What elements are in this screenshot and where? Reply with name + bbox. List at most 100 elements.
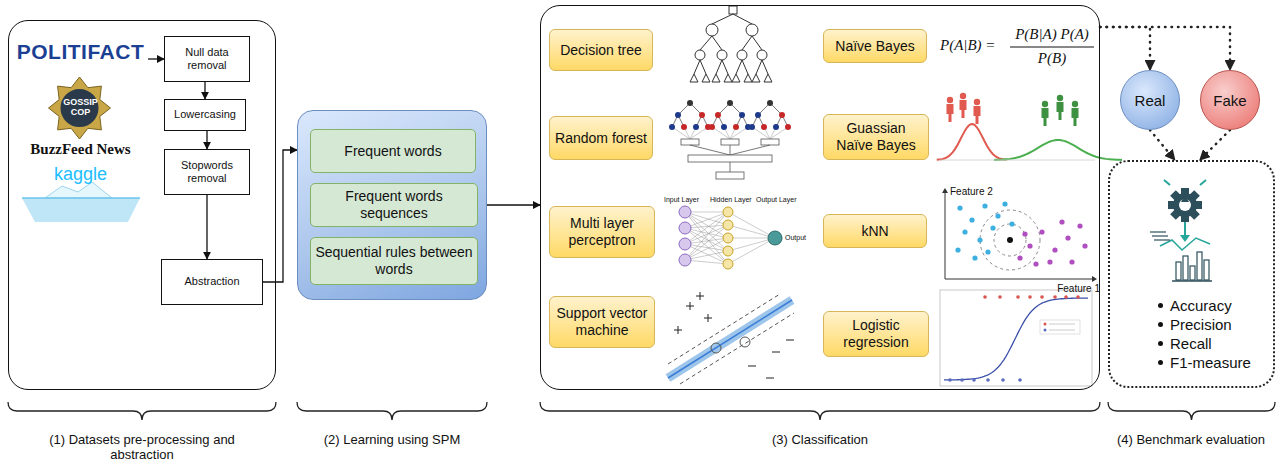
illustration-line	[752, 127, 770, 139]
illustration-line	[22, 197, 140, 199]
illustration-line	[748, 366, 756, 367]
illustration-dot	[727, 100, 733, 106]
illustration-line	[1172, 280, 1212, 282]
illustration-line	[700, 292, 701, 300]
stage-caption: (1) Datasets pre-processing and abstract…	[42, 433, 242, 463]
process-box: Lowercasing	[164, 99, 246, 131]
illustration-line	[716, 60, 722, 74]
illustration-dot	[675, 112, 681, 118]
illustration-shape	[1108, 402, 1275, 420]
illustration-dot	[974, 99, 980, 105]
node-label: Decision tree	[560, 42, 642, 59]
dotted-arrow	[1150, 130, 1175, 160]
illustration-dot	[1059, 219, 1064, 224]
illustration-line	[700, 36, 712, 50]
illustration-shape	[1057, 102, 1064, 120]
illustration-line	[685, 212, 728, 228]
illustration-shape	[1092, 276, 1097, 282]
illustration-dot	[1053, 295, 1057, 299]
bar-icon	[1190, 266, 1195, 280]
node-label: Lowercasing	[174, 108, 236, 121]
illustration-dot	[1040, 295, 1044, 299]
illustration-shape	[744, 74, 752, 82]
node-label: Guassian Naïve Bayes	[827, 120, 925, 154]
illustration-dot	[1017, 255, 1022, 260]
illustration-line	[694, 60, 700, 74]
illustration-line	[730, 145, 731, 155]
illustration-line	[685, 244, 728, 264]
bar-icon	[1204, 260, 1209, 280]
illustration-line	[945, 279, 1095, 280]
illustration-dot	[679, 254, 691, 266]
axis-label: Hidden Layer	[710, 196, 752, 204]
illustration-dot	[969, 217, 974, 222]
illustration-dot	[960, 93, 966, 99]
illustration-dot	[983, 295, 987, 299]
illustration-dot	[1044, 323, 1047, 326]
illustration-dot	[980, 210, 1040, 270]
illustration-dot	[737, 50, 747, 60]
illustration-dot	[1173, 193, 1197, 217]
illustration-dot	[706, 24, 718, 36]
illustration-line	[685, 238, 728, 260]
pattern-box: Sequential rules between words	[310, 237, 478, 285]
illustration-dot	[998, 295, 1002, 299]
flow-arrow	[206, 131, 207, 149]
illustration-dot	[695, 50, 705, 60]
illustration-line	[722, 60, 728, 74]
illustration-dot	[740, 337, 750, 347]
illustration-dot	[1077, 223, 1082, 228]
bullet	[1158, 303, 1163, 308]
illustration-shape	[1040, 320, 1080, 334]
illustration-line	[685, 212, 728, 264]
process-box: Abstraction	[161, 259, 263, 305]
illustration-dot	[1082, 243, 1087, 248]
metric-name: Accuracy	[1170, 297, 1232, 314]
illustration-line	[685, 212, 728, 238]
illustration-dot	[995, 213, 1000, 218]
flow-arrow	[487, 204, 540, 205]
illustration-dot	[1028, 295, 1032, 299]
illustration-dot	[679, 222, 691, 234]
illustration-dot	[1052, 247, 1057, 252]
axis-label: Input Layer	[664, 196, 706, 204]
illustration-dot	[723, 233, 733, 243]
illustration-shape	[8, 402, 276, 420]
illustration-dot	[717, 50, 727, 60]
illustration-shape	[732, 74, 740, 82]
illustration-dot	[711, 343, 721, 353]
illustration-line	[680, 313, 794, 384]
illustration-dot	[960, 378, 964, 382]
stage-caption: (3) Classification	[720, 433, 920, 448]
stage-caption: (4) Benchmark evaluation	[1101, 433, 1281, 448]
illustration-dot	[1001, 378, 1005, 382]
illustration-shape	[668, 300, 792, 378]
illustration-dot	[723, 220, 733, 230]
illustration-dot	[1069, 259, 1074, 264]
illustration-line	[1049, 324, 1075, 325]
illustration-shape	[1072, 108, 1079, 126]
node-label: Multi layer perceptron	[553, 215, 651, 249]
illustration-shape	[681, 139, 699, 145]
panel: Frequent wordsFrequent words sequencesSe…	[297, 110, 487, 300]
illustration-dot	[757, 50, 767, 60]
stage-caption: (2) Learning using SPM	[292, 433, 492, 448]
illustration-line	[712, 127, 730, 139]
illustration-shape	[940, 290, 1092, 386]
node-label: Fake	[1213, 92, 1246, 109]
illustration-line	[672, 127, 690, 139]
illustration-shape	[702, 74, 710, 82]
illustration-dot	[699, 112, 705, 118]
classifier-box: Multi layer perceptron	[549, 206, 655, 258]
illustration-line	[1154, 239, 1170, 240]
panel: POLITIFACTGOSSIP COPBuzzFeed NewskaggleN…	[8, 20, 276, 390]
formula-text: P(B)	[1008, 50, 1096, 67]
illustration-line	[742, 36, 752, 50]
illustration-line	[668, 294, 780, 364]
bullet	[1158, 341, 1163, 346]
illustration-line	[733, 14, 752, 24]
node-label: Naïve Bayes	[835, 38, 914, 55]
class-circle: Fake	[1200, 70, 1260, 130]
illustration-dot	[985, 249, 990, 254]
illustration-shape	[22, 198, 140, 222]
